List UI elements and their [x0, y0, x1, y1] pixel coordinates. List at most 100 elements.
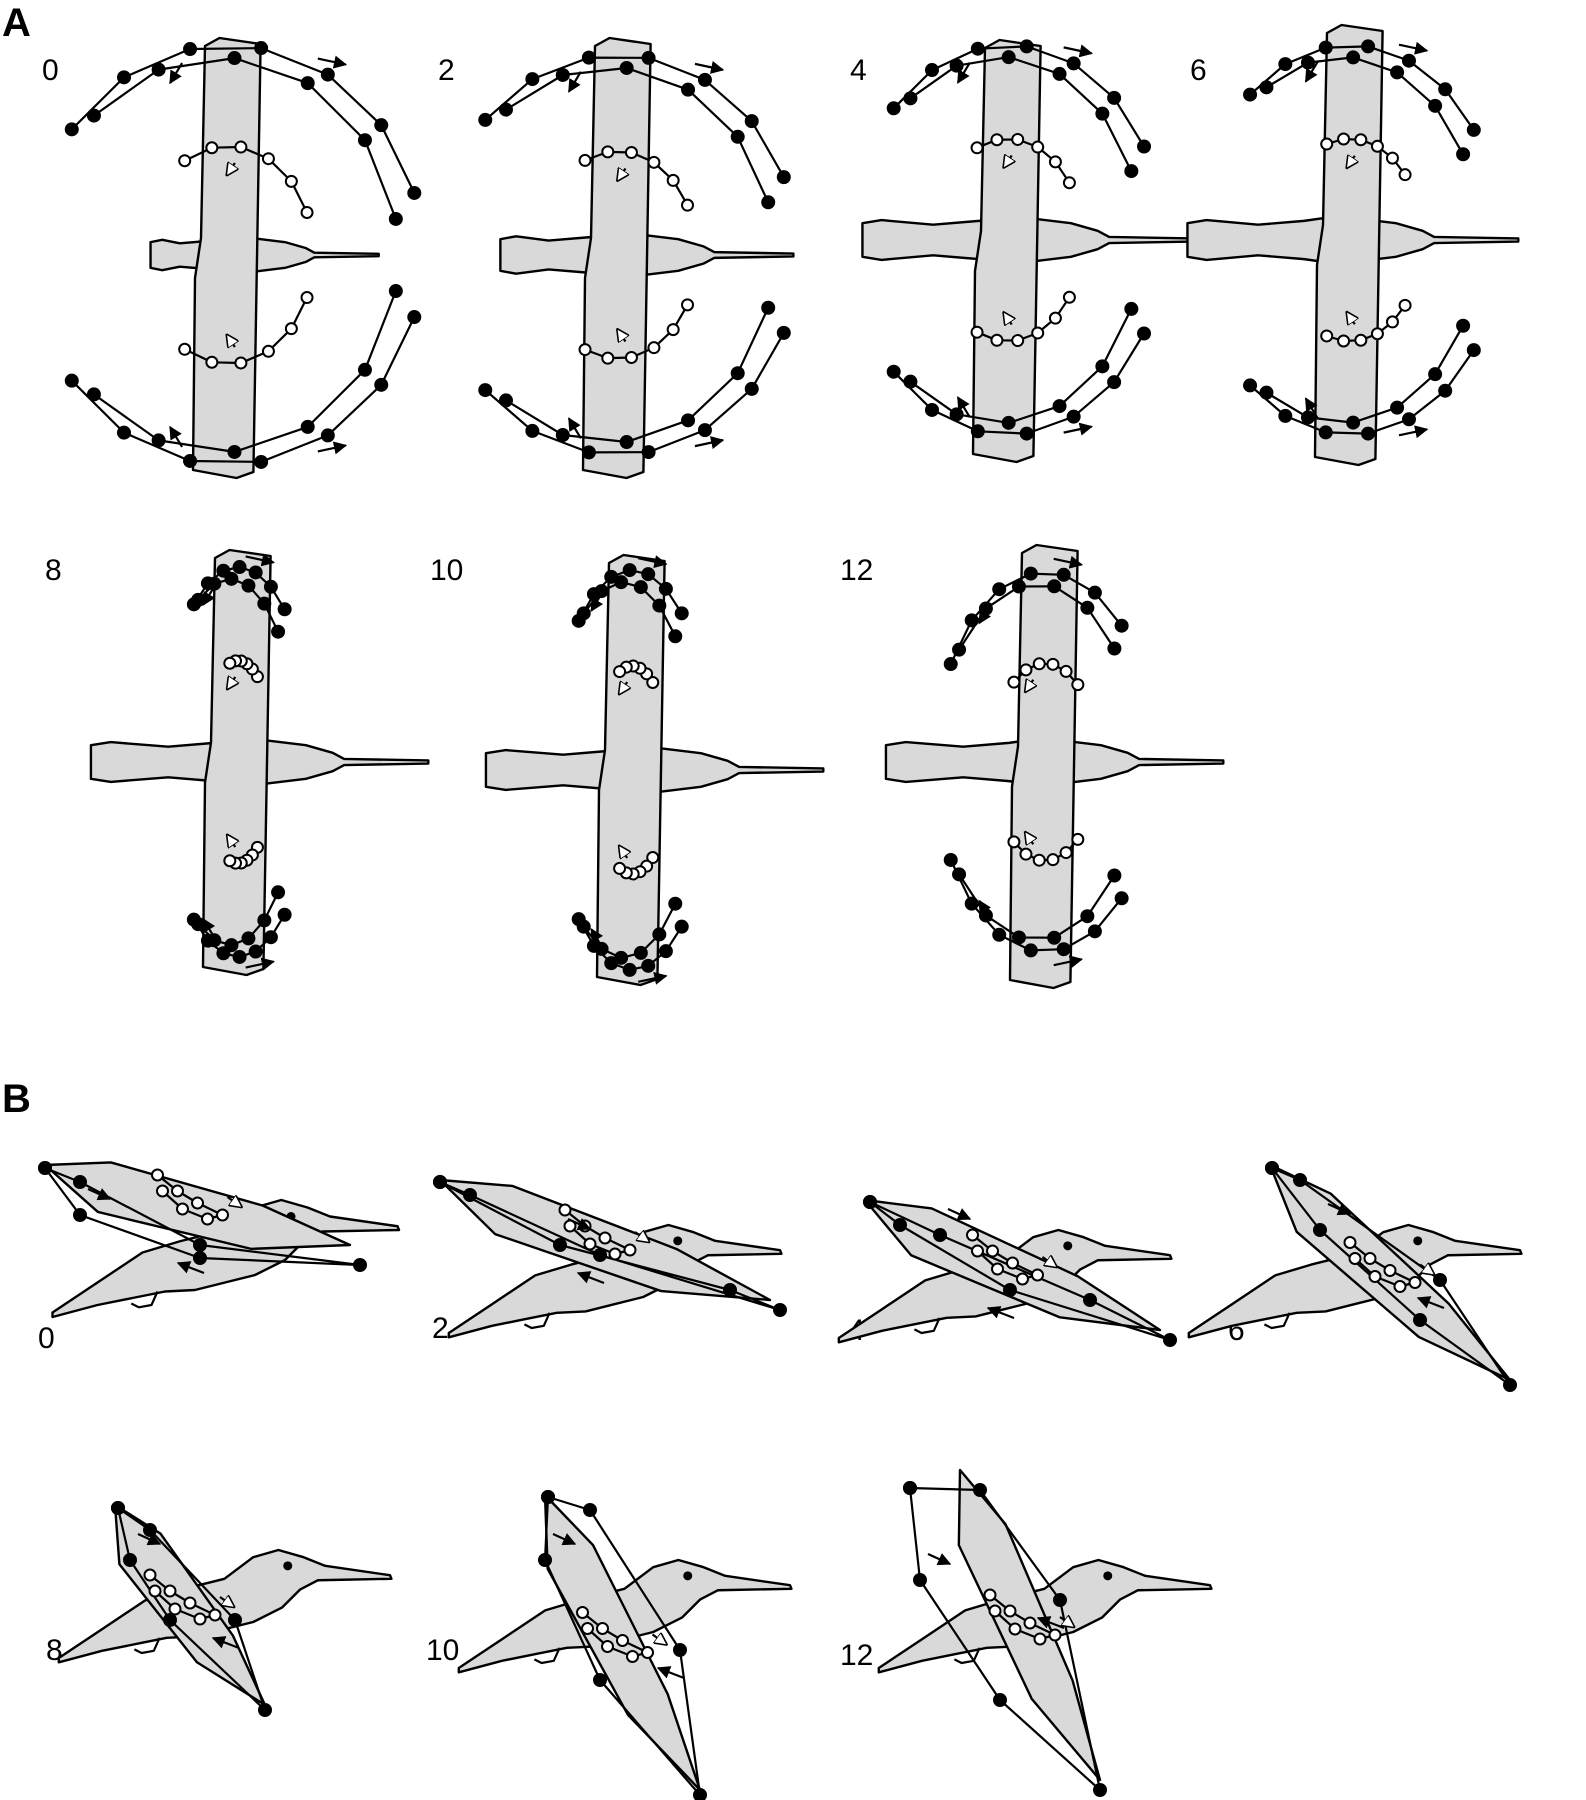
wingtip-marker	[1047, 579, 1062, 594]
wingtip-marker	[271, 624, 286, 639]
wingtip-marker	[1023, 943, 1038, 958]
wrist-marker	[234, 140, 248, 154]
wingtip-marker	[933, 1228, 947, 1242]
wrist-marker	[1031, 140, 1045, 154]
wrist-marker	[1071, 832, 1085, 846]
wrist-marker	[1370, 139, 1384, 153]
panel-a-frame: 6	[1186, 23, 1520, 467]
wingtip-marker	[257, 913, 272, 928]
wingtip-marker	[863, 1195, 877, 1209]
wingtip-marker	[1456, 318, 1471, 333]
wingtip-marker	[224, 571, 239, 586]
wingtip-marker	[374, 118, 389, 133]
bird-wing-silhouette	[201, 548, 272, 977]
wrist-marker	[647, 155, 661, 169]
panel-a-frame: 2	[438, 36, 795, 480]
bird-feet	[130, 1291, 159, 1309]
wingtip-marker	[1001, 50, 1016, 65]
wrist-direction-arrow	[1025, 832, 1033, 844]
wrist-marker	[966, 1228, 979, 1242]
wrist-marker	[1008, 1622, 1022, 1636]
wrist-marker	[234, 356, 248, 370]
wingtip-marker	[38, 1161, 52, 1175]
wrist-marker	[601, 1640, 614, 1653]
wrist-marker	[646, 675, 660, 689]
wingtip-marker	[1019, 39, 1034, 54]
wrist-marker	[1320, 137, 1334, 151]
wrist-marker	[1048, 1628, 1062, 1642]
flight-speed-label: 8	[45, 554, 62, 587]
wingtip-marker	[1313, 1223, 1327, 1237]
wingtip-marker	[1053, 1593, 1067, 1607]
wingtip-marker	[1137, 139, 1152, 154]
wingtip-marker	[583, 1503, 597, 1517]
wingtip-marker	[1080, 600, 1095, 615]
wingtip-marker	[257, 596, 272, 611]
wrist-marker	[205, 141, 219, 155]
wingtip-marker	[924, 402, 939, 417]
wingtip-marker	[123, 1553, 137, 1567]
flight-speed-label: 12	[840, 554, 873, 587]
panel-b-frame: 8	[46, 1501, 393, 1717]
wingtip-marker	[1438, 383, 1453, 398]
wrist-marker	[596, 1622, 609, 1635]
wrist-marker	[624, 146, 638, 160]
wingtip-marker	[555, 428, 570, 443]
wingtip-marker	[191, 592, 206, 607]
wingtip-direction-arrow	[694, 436, 725, 450]
wingtip-marker	[151, 62, 166, 77]
wingtip-marker	[73, 1175, 87, 1189]
wingtip-marker	[232, 949, 247, 964]
panel-a-frame: 10	[430, 553, 825, 987]
wrist-marker	[261, 152, 275, 166]
wrist-marker	[191, 1196, 204, 1210]
wrist-marker	[991, 1262, 1004, 1276]
wingtip-marker	[744, 381, 759, 396]
bird-wing-silhouette	[1313, 23, 1384, 467]
wingtip-marker	[258, 1703, 272, 1717]
wrist-marker	[1059, 846, 1073, 860]
wingtip-direction-arrow	[1053, 955, 1083, 969]
wrist-marker	[1019, 847, 1033, 861]
wrist-marker	[1011, 132, 1025, 146]
wingtip-marker	[949, 407, 964, 422]
wingtip-marker	[1278, 408, 1293, 423]
wingtip-direction-arrow	[1036, 1616, 1065, 1630]
wingtip-direction-arrow	[245, 957, 275, 971]
wrist-marker	[216, 1208, 229, 1222]
wingtip-marker	[498, 102, 513, 117]
wingtip-direction-arrow	[637, 971, 668, 985]
wingtip-marker	[658, 944, 673, 959]
panel-b-frame: 10	[426, 1490, 793, 1800]
wingtip-marker	[271, 885, 286, 900]
wingtip-marker	[73, 1208, 87, 1222]
wrist-marker	[626, 1650, 639, 1663]
wrist-marker	[183, 1596, 197, 1610]
wingtip-direction-arrow	[1304, 397, 1319, 419]
wrist-direction-arrow	[617, 169, 625, 181]
wingtip-marker	[1413, 1313, 1427, 1327]
flight-speed-label: 10	[426, 1634, 459, 1667]
wingtip-marker	[697, 423, 712, 438]
wrist-marker	[208, 1608, 222, 1622]
wingtip-marker	[1259, 80, 1274, 95]
wingtip-marker	[622, 962, 637, 977]
wrist-marker	[1031, 1268, 1044, 1282]
wrist-marker	[990, 333, 1004, 347]
wrist-marker	[578, 153, 592, 167]
wingtip-marker	[913, 1573, 927, 1587]
wrist-marker	[1007, 675, 1021, 689]
wingtip-direction-arrow	[1063, 44, 1093, 58]
wingtip-marker	[1093, 1783, 1107, 1797]
wingtip-marker	[619, 60, 634, 75]
panel-a-frame: 0	[42, 36, 422, 480]
wingtip-marker	[1300, 55, 1315, 70]
wingtip-marker	[1163, 1333, 1177, 1347]
wrist-marker	[616, 1634, 629, 1647]
wrist-direction-arrow	[651, 1635, 667, 1645]
wingtip-marker	[478, 383, 493, 398]
wingtip-marker	[1001, 415, 1016, 430]
wingtip-marker	[633, 580, 648, 595]
wrist-marker	[623, 1243, 637, 1257]
